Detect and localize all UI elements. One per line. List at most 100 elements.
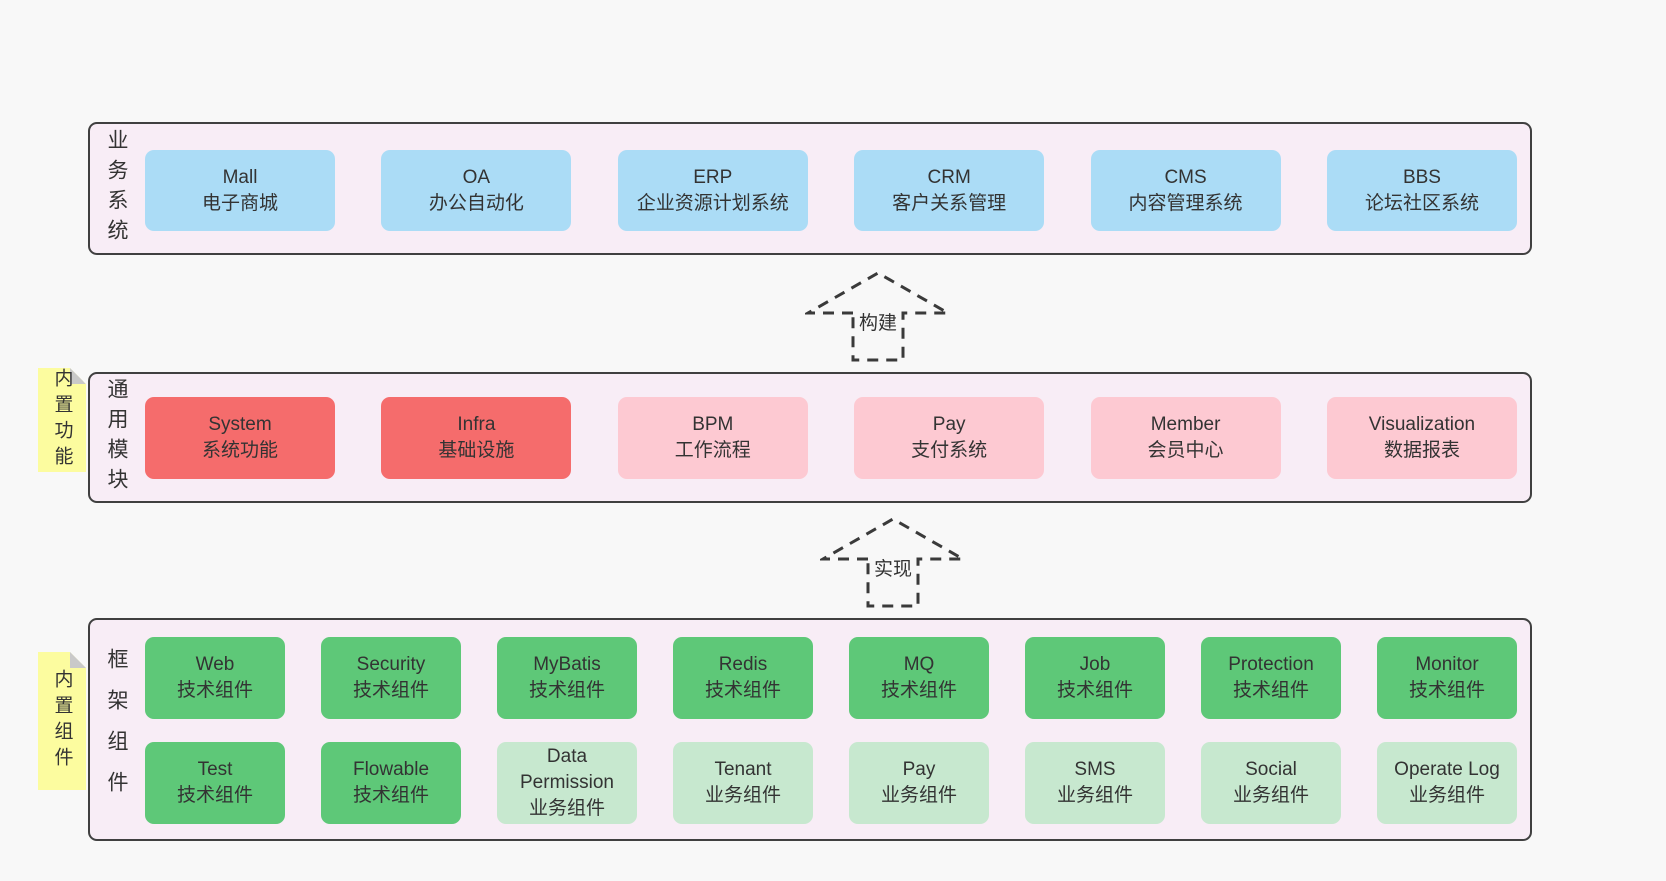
box-title: Monitor: [1415, 654, 1479, 675]
layer-framework-components: 框架组件 Web 技术组件 Security 技术组件 MyBatis 技术组件…: [88, 618, 1532, 841]
box-subtitle: 业务组件: [528, 798, 605, 819]
note-label-wrap: 内置功能: [38, 368, 86, 472]
components-box-row-1: Web 技术组件 Security 技术组件 MyBatis 技术组件 Redi…: [145, 637, 1517, 719]
box-pay-system: Pay 支付系统: [854, 397, 1045, 479]
layer-business-label: 业务系统: [101, 124, 131, 253]
box-title: Infra: [457, 414, 496, 435]
box-mybatis: MyBatis 技术组件: [497, 637, 637, 719]
box-job: Job 技术组件: [1025, 637, 1165, 719]
components-box-row-2: Test 技术组件 Flowable 技术组件 Data Permission …: [145, 742, 1517, 824]
box-subtitle: 会员中心: [1147, 440, 1224, 461]
box-title: Visualization: [1368, 414, 1476, 435]
box-subtitle: 业务组件: [880, 785, 957, 806]
box-operate-log: Operate Log 业务组件: [1377, 742, 1517, 824]
box-subtitle: 支付系统: [911, 440, 988, 461]
arrow-implement-label: 实现: [871, 558, 916, 582]
box-subtitle: 技术组件: [1056, 680, 1133, 701]
box-crm: CRM 客户关系管理: [854, 150, 1045, 231]
box-title: System: [208, 414, 272, 435]
note-label-text: 内置功能: [51, 368, 73, 472]
box-pay-component: Pay 业务组件: [849, 742, 989, 824]
box-cms: CMS 内容管理系统: [1090, 150, 1281, 231]
box-system: System 系统功能: [145, 397, 335, 479]
box-subtitle: 业务组件: [1408, 785, 1485, 806]
box-web: Web 技术组件: [145, 637, 285, 719]
box-title: Tenant: [714, 759, 772, 780]
box-subtitle: 论坛社区系统: [1364, 192, 1479, 214]
box-subtitle: 企业资源计划系统: [636, 192, 789, 214]
box-subtitle: 技术组件: [1408, 680, 1485, 701]
box-monitor: Monitor 技术组件: [1377, 637, 1517, 719]
layer-common-modules: 通用模块 System 系统功能 Infra 基础设施 BPM 工作流程 Pay…: [88, 372, 1532, 503]
box-subtitle: 技术组件: [880, 680, 957, 701]
box-subtitle: 业务组件: [704, 785, 781, 806]
sticky-note-builtin-features: 内置功能: [38, 368, 86, 472]
box-subtitle: 技术组件: [1232, 680, 1309, 701]
note-label-wrap: 内置组件: [38, 652, 86, 790]
box-sms: SMS 业务组件: [1025, 742, 1165, 824]
box-data-permission: Data Permission 业务组件: [497, 742, 637, 824]
box-subtitle: 工作流程: [674, 440, 751, 461]
sticky-note-builtin-components: 内置组件: [38, 652, 86, 790]
box-social: Social 业务组件: [1201, 742, 1341, 824]
box-title: SMS: [1074, 759, 1116, 780]
box-title: Redis: [718, 654, 768, 675]
box-title: MyBatis: [533, 654, 601, 675]
arrow-implement-icon: [820, 517, 966, 608]
box-title: Test: [197, 759, 233, 780]
box-subtitle: 技术组件: [176, 680, 253, 701]
box-title: BBS: [1402, 166, 1441, 188]
box-title: Data Permission: [520, 746, 614, 793]
box-title: Mall: [222, 166, 258, 188]
modules-box-row: System 系统功能 Infra 基础设施 BPM 工作流程 Pay 支付系统…: [145, 397, 1517, 479]
business-box-row: Mall 电子商城 OA 办公自动化 ERP 企业资源计划系统 CRM 客户关系…: [145, 150, 1517, 231]
box-title: Member: [1150, 414, 1221, 435]
box-title: Pay: [932, 414, 966, 435]
box-subtitle: 技术组件: [176, 785, 253, 806]
box-test: Test 技术组件: [145, 742, 285, 824]
box-title: OA: [462, 166, 491, 188]
box-oa: OA 办公自动化: [381, 150, 572, 231]
box-title: Web: [195, 654, 235, 675]
box-subtitle: 系统功能: [201, 440, 278, 461]
arrow-build-label: 构建: [856, 312, 901, 336]
layer-modules-label-text: 通用模块: [105, 377, 128, 498]
note-label-text: 内置组件: [51, 669, 73, 773]
box-redis: Redis 技术组件: [673, 637, 813, 719]
box-title: Social: [1245, 759, 1297, 780]
box-infra: Infra 基础设施: [381, 397, 572, 479]
box-erp: ERP 企业资源计划系统: [617, 150, 808, 231]
box-visualization: Visualization 数据报表: [1326, 397, 1517, 479]
box-title: CRM: [927, 166, 971, 188]
box-bbs: BBS 论坛社区系统: [1326, 150, 1517, 231]
box-subtitle: 内容管理系统: [1128, 192, 1243, 214]
layer-modules-label: 通用模块: [101, 374, 131, 501]
box-subtitle: 技术组件: [528, 680, 605, 701]
box-flowable: Flowable 技术组件: [321, 742, 461, 824]
box-subtitle: 数据报表: [1383, 440, 1460, 461]
box-subtitle: 基础设施: [438, 440, 515, 461]
box-title: Operate Log: [1394, 759, 1500, 780]
box-title: Flowable: [352, 759, 430, 780]
box-title: BPM: [692, 414, 734, 435]
box-subtitle: 电子商城: [201, 192, 278, 214]
box-protection: Protection 技术组件: [1201, 637, 1341, 719]
box-subtitle: 业务组件: [1232, 785, 1309, 806]
box-bpm: BPM 工作流程: [617, 397, 808, 479]
box-tenant: Tenant 业务组件: [673, 742, 813, 824]
layer-business-label-text: 业务系统: [105, 128, 128, 249]
box-title: Security: [356, 654, 426, 675]
box-member: Member 会员中心: [1090, 397, 1281, 479]
box-subtitle: 技术组件: [352, 680, 429, 701]
box-mq: MQ 技术组件: [849, 637, 989, 719]
box-title: Pay: [902, 759, 936, 780]
box-subtitle: 技术组件: [352, 785, 429, 806]
box-title: Protection: [1228, 654, 1314, 675]
layer-components-label-text: 框架组件: [105, 647, 128, 812]
box-title: Job: [1079, 654, 1111, 675]
arrow-build-icon: [805, 271, 951, 362]
layer-business-systems: 业务系统 Mall 电子商城 OA 办公自动化 ERP 企业资源计划系统 CRM…: [88, 122, 1532, 255]
box-subtitle: 办公自动化: [428, 192, 524, 214]
box-title: CMS: [1164, 166, 1207, 188]
